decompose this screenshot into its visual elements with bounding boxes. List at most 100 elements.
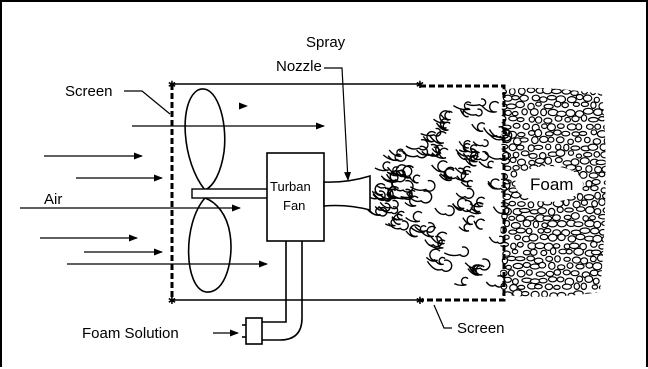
foam-bubble [551,214,561,222]
foam-bubble [554,143,562,151]
foam-bubble [592,108,603,117]
foam-bubble [585,165,593,173]
foam-bubble [561,130,571,137]
foam-swirl [462,215,476,226]
foam-swirl [472,139,489,148]
fan-shaft [191,188,269,199]
foam-bubble [537,200,544,208]
foam-bubble [600,187,606,194]
foam-bubble [590,185,599,192]
foam-bubble [545,143,552,151]
foam-bubble [543,227,552,234]
foam-bubble [553,284,561,290]
foam-bubble [515,227,527,234]
foam-bubble [597,213,606,220]
foam-swirl [460,179,474,188]
foam-bubble [531,136,539,145]
foam-bubble [510,242,517,250]
foam-bubble [544,283,554,291]
foam-swirl [405,210,423,223]
foam-swirl [385,169,407,183]
foam-bubble [591,178,601,186]
foam-bubble [598,228,606,236]
foam-bubble [601,165,606,174]
foam-bubble [540,108,548,117]
foam-bubble [572,101,581,108]
foam-spray-swirls [363,98,513,288]
foam-bubble [579,170,588,179]
foam-bubble [584,219,596,228]
foam-bubble [589,87,597,96]
foam-bubble [576,193,584,202]
foam-swirl [422,130,437,143]
foam-swirl [455,148,477,158]
foam-bubble [556,123,565,129]
foam-swirl [406,190,433,204]
foam-swirl [420,127,442,137]
foam-swirl [463,144,478,154]
foam-bubble [567,235,577,243]
foam-bubble [528,152,538,159]
foam-bubble [601,108,606,117]
foam-swirl [424,235,443,248]
spray-nozzle [323,174,371,212]
foam-bubble [556,276,565,283]
foam-bubble [520,164,529,171]
foam-bubble [602,123,606,131]
foam-bubble [557,233,566,242]
foam-swirl [387,220,409,231]
foam-bubble [597,89,606,96]
foam-bubble [556,291,567,297]
right-screen [420,84,506,302]
foam-bubble [527,130,536,137]
foam-bubble [563,256,571,262]
foam-bubble [590,249,602,256]
foam-bubble [592,262,603,271]
foam-bubble [506,103,517,110]
spray-nozzle-leader [324,67,352,181]
foam-bubble [541,222,549,229]
foam-bubble [556,219,568,228]
foam-bubble [570,89,579,96]
foam-bubble [588,116,599,123]
foam-bubble [530,290,540,297]
foam-swirl [404,195,419,207]
foam-bubble [580,114,588,122]
foam-swirl [466,201,484,215]
foam-bubble [534,242,546,250]
foam-bubble [519,207,531,214]
foam-swirl [443,246,470,258]
foam-bubble [570,270,580,277]
foam-bubble [591,284,599,290]
foam-bubble [508,215,516,221]
foam-bubble [522,249,532,256]
foam-swirl [473,218,486,230]
foam-bubble [587,143,599,151]
foam-swirl [443,166,455,179]
foam-bubble [596,270,606,277]
foam-swirl [438,168,455,182]
foam-bubble [590,101,597,110]
foam-bubble [591,200,599,208]
foam-bubble [550,88,562,95]
foam-bubble [562,269,571,276]
foam-bubble [589,240,598,248]
foam-bubble [599,143,606,152]
foam-bubble [510,191,521,199]
foam-bubble [544,156,553,165]
foam-swirl [402,145,429,159]
left-screen-top-bolt: ✱ [168,80,176,91]
foam-bubble [578,130,588,137]
foam-bubble [514,234,522,241]
foam-bubble [593,292,600,297]
foam-bubble [512,164,520,171]
foam-bubble [570,145,581,151]
screen-right-leader [433,304,452,329]
foam-bubble [574,136,582,143]
foam-bubble [505,264,513,270]
foam-bubble [598,115,606,122]
screen-left-leader [124,90,171,115]
foam-bubble [590,129,598,136]
foam-bubble [529,108,539,117]
